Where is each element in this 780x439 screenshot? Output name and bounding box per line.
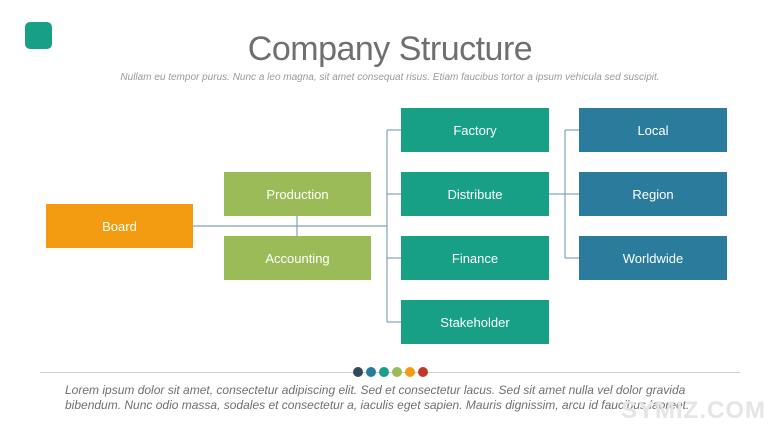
logo-square: [25, 22, 52, 49]
node-accounting[interactable]: Accounting: [224, 236, 371, 280]
node-worldwide[interactable]: Worldwide: [579, 236, 727, 280]
dot-red: [418, 367, 428, 377]
node-finance[interactable]: Finance: [401, 236, 549, 280]
slide-title: Company Structure: [247, 30, 533, 68]
color-dots: [353, 367, 428, 377]
dot-blue: [366, 367, 376, 377]
node-board[interactable]: Board: [46, 204, 193, 248]
watermark: SYMIZ.COM: [621, 397, 766, 424]
dot-orange: [405, 367, 415, 377]
node-region[interactable]: Region: [579, 172, 727, 216]
dot-green: [392, 367, 402, 377]
footer-text: Lorem ipsum dolor sit amet, consectetur …: [65, 383, 690, 412]
node-distribute[interactable]: Distribute: [401, 172, 549, 216]
dot-navy: [353, 367, 363, 377]
dot-teal: [379, 367, 389, 377]
node-stakeholder[interactable]: Stakeholder: [401, 300, 549, 344]
footer-divider: [40, 372, 740, 373]
node-production[interactable]: Production: [224, 172, 371, 216]
slide-subtitle: Nullam eu tempor purus. Nunc a leo magna…: [120, 72, 660, 83]
node-factory[interactable]: Factory: [401, 108, 549, 152]
node-local[interactable]: Local: [579, 108, 727, 152]
